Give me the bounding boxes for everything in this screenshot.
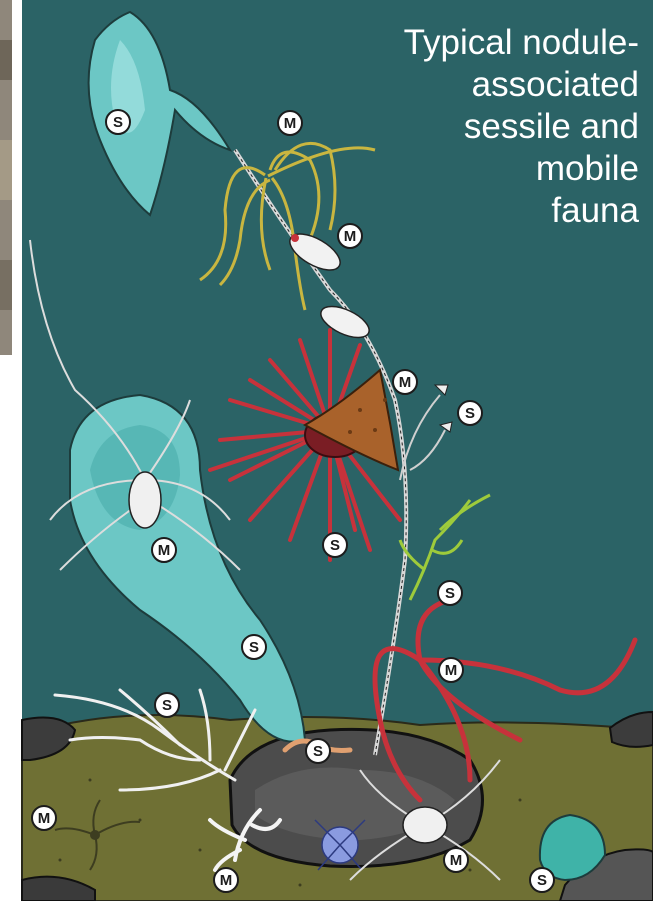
badge-hydroid-text: S	[465, 405, 475, 422]
badge-brittle-star-text: M	[38, 810, 51, 827]
badge-white-branch: S	[155, 693, 179, 717]
badge-sea-spider-bottom-text: M	[450, 852, 463, 869]
sea-spider-bottom-body	[403, 807, 447, 843]
badge-coral-animal: M	[393, 370, 417, 394]
badge-crinoid: M	[278, 111, 302, 135]
badge-sponge-left: S	[242, 635, 266, 659]
badge-brittle-star: M	[32, 806, 56, 830]
badge-nodule-top: S	[306, 739, 330, 763]
badge-nodule-top-text: S	[313, 743, 323, 760]
badge-sea-spider-bottom: M	[444, 848, 468, 872]
badge-sponge-top-text: S	[113, 114, 123, 131]
figure-title: Typical nodule- associated sessile and m…	[319, 22, 639, 232]
badge-white-branch-text: S	[162, 697, 172, 714]
badge-anemone-text: S	[330, 537, 340, 554]
badge-ophiuroid: M	[439, 658, 463, 682]
badge-hydroid: S	[458, 401, 482, 425]
brittle-star-disc	[90, 830, 100, 840]
badge-crinoid-text: M	[284, 115, 297, 132]
badge-sponge-left-text: S	[249, 639, 259, 656]
badge-spider-left: M	[152, 538, 176, 562]
badge-coral-animal-text: M	[399, 374, 412, 391]
badge-anemone: S	[323, 533, 347, 557]
badge-white-coral-text: M	[220, 872, 233, 889]
badge-blue-sponge-text: S	[537, 872, 547, 889]
badge-green-branch-text: S	[445, 585, 455, 602]
badge-blue-sponge: S	[530, 868, 554, 892]
badge-sponge-top: S	[106, 110, 130, 134]
photo-strip-left	[0, 0, 12, 355]
spider-left-body	[129, 472, 161, 528]
badge-white-coral: M	[214, 868, 238, 892]
badge-ophiuroid-text: M	[445, 662, 458, 679]
badge-green-branch: S	[438, 581, 462, 605]
badge-spider-left-text: M	[158, 542, 171, 559]
